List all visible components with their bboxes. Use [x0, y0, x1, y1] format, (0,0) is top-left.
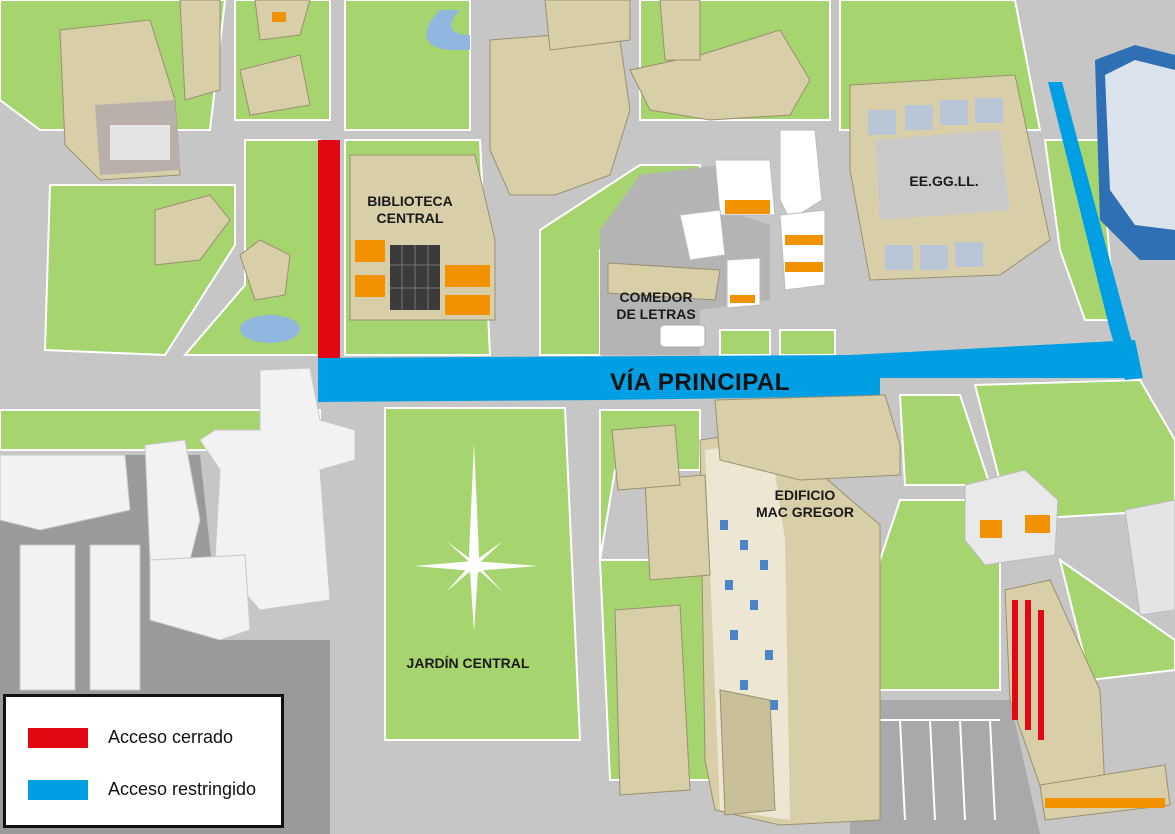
legend-swatch-closed [28, 727, 88, 748]
compass-star [414, 443, 538, 632]
buildings-nw [59, 0, 311, 301]
label-via-principal: VÍA PRINCIPAL [610, 368, 790, 396]
label-biblioteca-line1: BIBLIOTECA [367, 193, 453, 209]
legend-label-closed: Acceso cerrado [108, 727, 234, 747]
building-biblioteca-central [349, 154, 496, 321]
label-macgregor-line2: MAC GREGOR [756, 504, 854, 520]
label-comedor-line2: DE LETRAS [616, 306, 695, 322]
legend-item-closed: Acceso cerrado [28, 727, 233, 748]
label-eeggll: EE.GG.LL. [909, 173, 978, 189]
closed-access-road [318, 140, 340, 358]
label-comedor-line1: COMEDOR [619, 289, 692, 305]
buildings-n-center [489, 0, 811, 196]
label-jardin-central: JARDÍN CENTRAL [407, 655, 530, 671]
building-comedor-de-letras [600, 129, 826, 355]
restricted-access-road [318, 82, 1143, 402]
grass-block-se3 [1058, 557, 1175, 682]
buildings-se [964, 469, 1175, 821]
map-labels: BIBLIOTECA CENTRAL COMEDOR DE LETRAS EE.… [367, 173, 978, 671]
building-eeggll [849, 74, 1051, 281]
parking-lot [850, 700, 1040, 834]
grass-block-small1 [719, 329, 771, 356]
legend-swatch-restricted [28, 779, 88, 800]
grass-block-small2 [779, 329, 836, 356]
buildings-s-center [611, 394, 901, 796]
legend-item-restricted: Acceso restringido [28, 779, 256, 800]
buildings-sw [0, 367, 356, 691]
fountain-water [426, 10, 470, 50]
legend-label-restricted: Acceso restringido [108, 779, 257, 799]
pond [240, 315, 300, 343]
label-macgregor-line1: EDIFICIO [775, 487, 836, 503]
building-ne-blue [1095, 45, 1175, 260]
label-biblioteca-line2: CENTRAL [377, 210, 444, 226]
grass-jardin-central [384, 407, 582, 741]
building-edificio-mac-gregor [699, 429, 881, 826]
map-legend: Acceso cerrado Acceso restringido [3, 694, 284, 828]
